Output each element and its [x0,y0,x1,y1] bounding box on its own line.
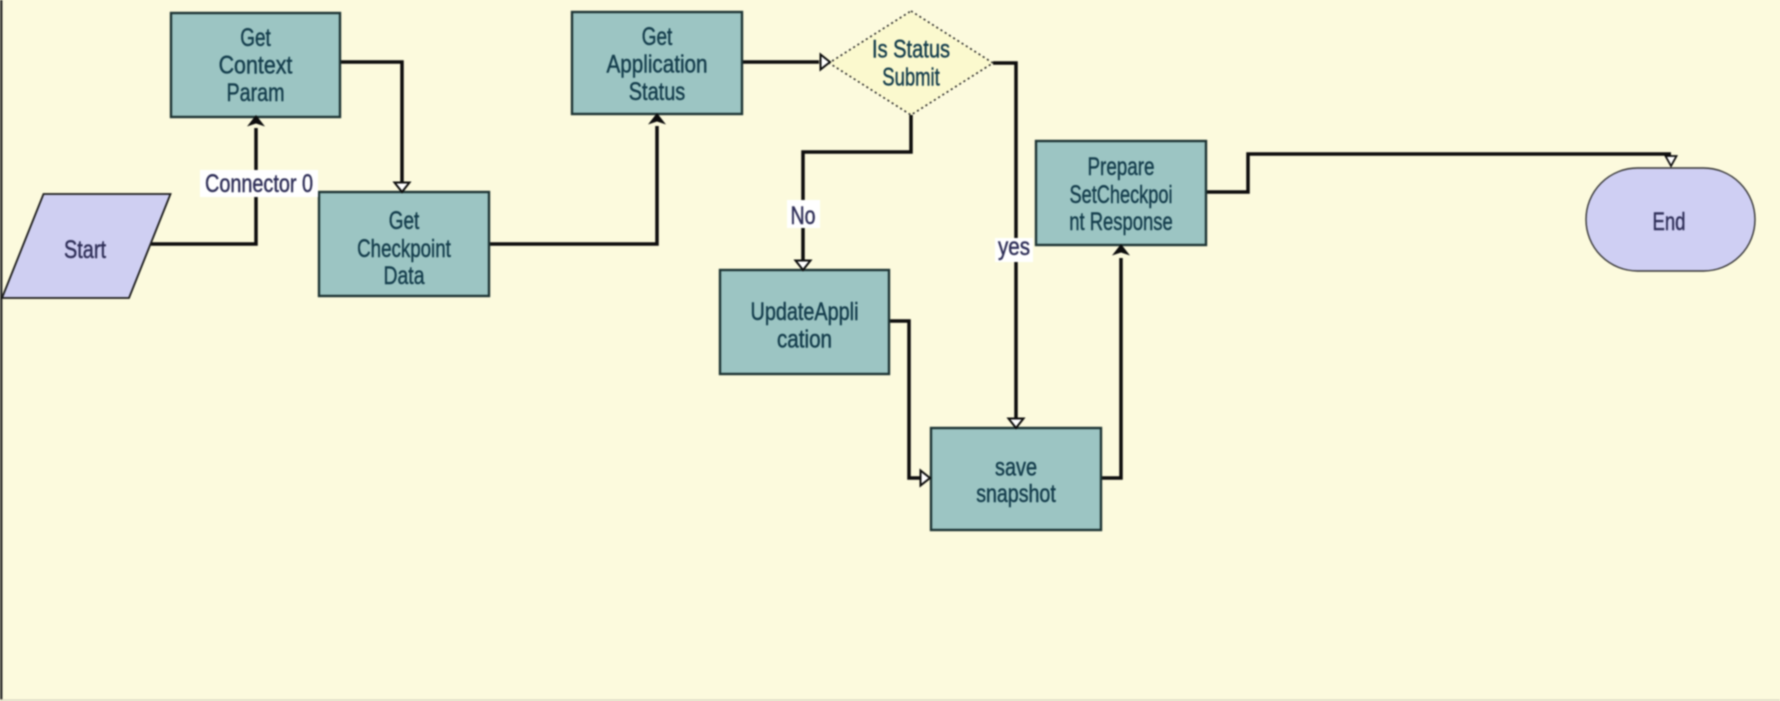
svg-text:Context: Context [219,52,293,80]
svg-text:Data: Data [384,262,425,290]
svg-text:Is Status: Is Status [872,36,950,64]
svg-text:nt Response: nt Response [1069,208,1173,236]
svg-text:Prepare: Prepare [1088,153,1155,181]
svg-text:Checkpoint: Checkpoint [357,235,451,263]
svg-text:Connector 0: Connector 0 [205,170,313,198]
svg-text:yes: yes [998,233,1030,261]
svg-text:save: save [995,454,1037,482]
svg-text:Get: Get [240,24,271,52]
svg-text:SetCheckpoi: SetCheckpoi [1070,181,1173,209]
svg-text:Get: Get [389,207,420,235]
svg-text:Status: Status [629,78,686,106]
svg-text:No: No [791,202,816,230]
svg-text:cation: cation [777,326,832,354]
svg-text:Get: Get [642,23,673,51]
svg-text:Param: Param [227,79,285,107]
svg-text:UpdateAppli: UpdateAppli [751,298,859,326]
svg-text:Application: Application [607,51,708,79]
svg-text:snapshot: snapshot [976,480,1056,508]
svg-text:End: End [1653,208,1686,236]
svg-text:Start: Start [64,236,106,264]
svg-text:Submit: Submit [882,64,940,92]
